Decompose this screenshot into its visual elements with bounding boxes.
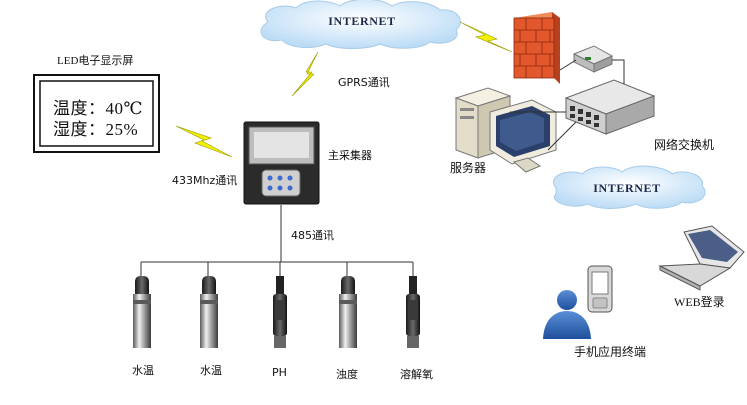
sensor-label: 浊度 bbox=[336, 368, 358, 381]
sensor-label: 水温 bbox=[132, 364, 154, 377]
led-display bbox=[33, 74, 160, 153]
lightning-icon bbox=[291, 51, 319, 97]
internet-mid-label: INTERNET bbox=[593, 181, 660, 195]
sensor-label: PH bbox=[272, 366, 287, 379]
network-switch bbox=[564, 79, 656, 135]
radio-433-label: 433Mhz通讯 bbox=[172, 174, 238, 187]
firewall-icon bbox=[513, 12, 560, 84]
sensor-label: 溶解氧 bbox=[400, 368, 433, 381]
collector-label: 主采集器 bbox=[328, 149, 372, 162]
internet-cloud-mid: INTERNET bbox=[553, 165, 706, 209]
led-temperature: 温度：40℃ bbox=[53, 99, 144, 118]
led-humidity: 湿度：25% bbox=[53, 120, 139, 139]
laptop-icon bbox=[658, 225, 745, 291]
mobile-label: 手机应用终端 bbox=[574, 345, 647, 359]
lightning-icon bbox=[175, 125, 233, 158]
led-title: LED电子显示屏 bbox=[57, 55, 134, 67]
switch-label: 网络交换机 bbox=[654, 138, 715, 152]
main-collector bbox=[243, 121, 320, 205]
rs485-label: 485通讯 bbox=[291, 229, 334, 242]
internet-cloud-top: INTERNET bbox=[260, 0, 461, 49]
server-label: 服务器 bbox=[450, 161, 487, 175]
router-icon bbox=[572, 45, 614, 73]
lightning-icon bbox=[459, 21, 513, 53]
connection-lines bbox=[140, 59, 625, 276]
sensor-probe bbox=[133, 276, 151, 348]
sensor-probe bbox=[200, 276, 218, 348]
sensor-probe bbox=[339, 276, 357, 348]
phone-icon bbox=[587, 265, 613, 313]
web-label: WEB登录 bbox=[674, 295, 725, 309]
sensor-label: 水温 bbox=[200, 364, 222, 377]
person-icon bbox=[543, 290, 591, 339]
monitor-icon bbox=[489, 99, 557, 173]
internet-top-label: INTERNET bbox=[328, 14, 395, 28]
gprs-label: GPRS通讯 bbox=[338, 76, 390, 89]
sensor-electrode bbox=[406, 276, 420, 348]
sensor-electrode bbox=[273, 276, 287, 348]
